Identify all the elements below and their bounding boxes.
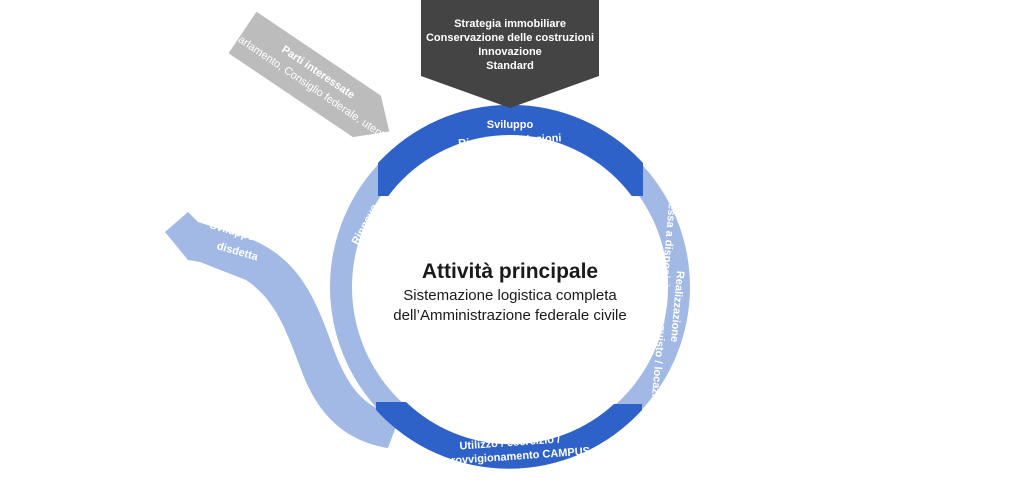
topics-box	[421, 0, 599, 108]
ring-right-half	[510, 107, 690, 467]
center-subtitle-line-1: Sistemazione logistica completa	[403, 287, 617, 304]
topic-line-4: Standard	[486, 60, 534, 72]
topic-line-2: Conservazione delle costruzioni	[426, 32, 594, 44]
stakeholders-arrow	[228, 11, 390, 138]
center-title: Attività principale	[422, 260, 598, 283]
center-core	[358, 135, 662, 439]
ring-segment-bottom	[376, 402, 642, 469]
ring-left-half	[330, 107, 510, 467]
center-subtitle-line-2: dell’Amministrazione federale civile	[393, 307, 626, 324]
exit-branch	[165, 212, 400, 448]
topic-line-3: Innovazione	[478, 46, 542, 58]
cycle-top-line-2: Ricerca di soluzioni	[458, 132, 562, 149]
cycle-top-line-1: Sviluppo	[487, 119, 534, 131]
topic-line-1: Strategia immobiliare	[454, 18, 566, 30]
